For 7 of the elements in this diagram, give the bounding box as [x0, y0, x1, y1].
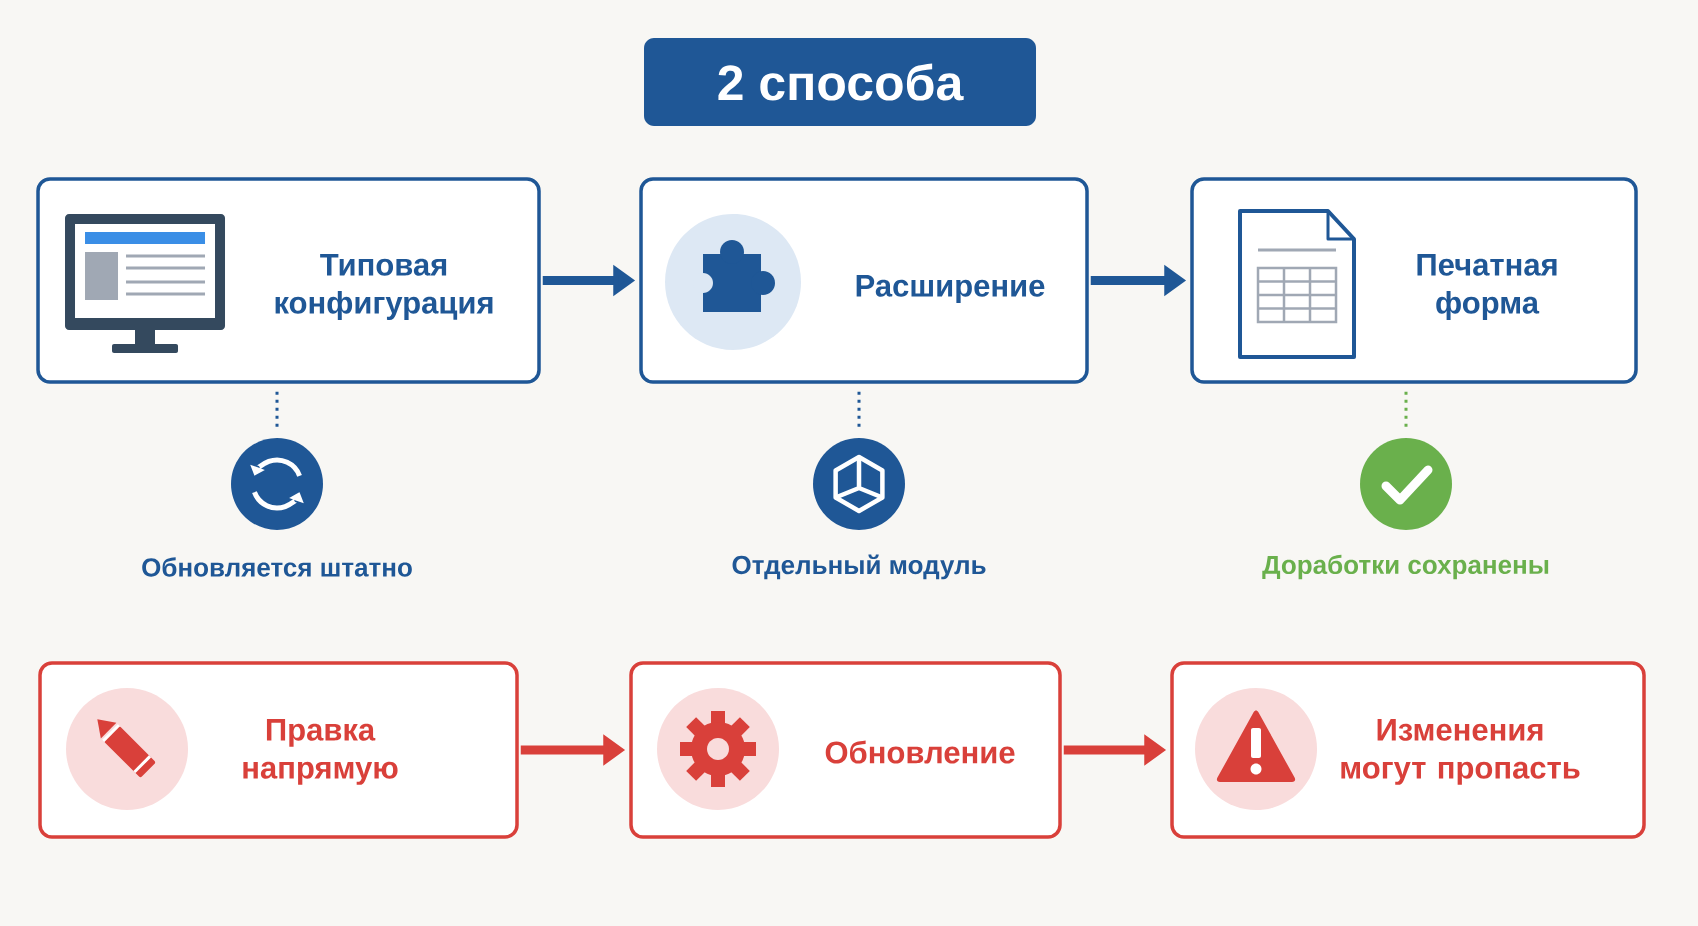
connector-line: [1404, 391, 1408, 430]
title-banner: 2 способа: [644, 38, 1036, 126]
node-label: Доработки сохранены: [1262, 554, 1549, 580]
connector-line: [275, 391, 279, 430]
connector-line: [857, 391, 861, 430]
node-label: Отдельный модуль: [732, 554, 986, 580]
node-label: Обновляется штатно: [142, 557, 412, 577]
